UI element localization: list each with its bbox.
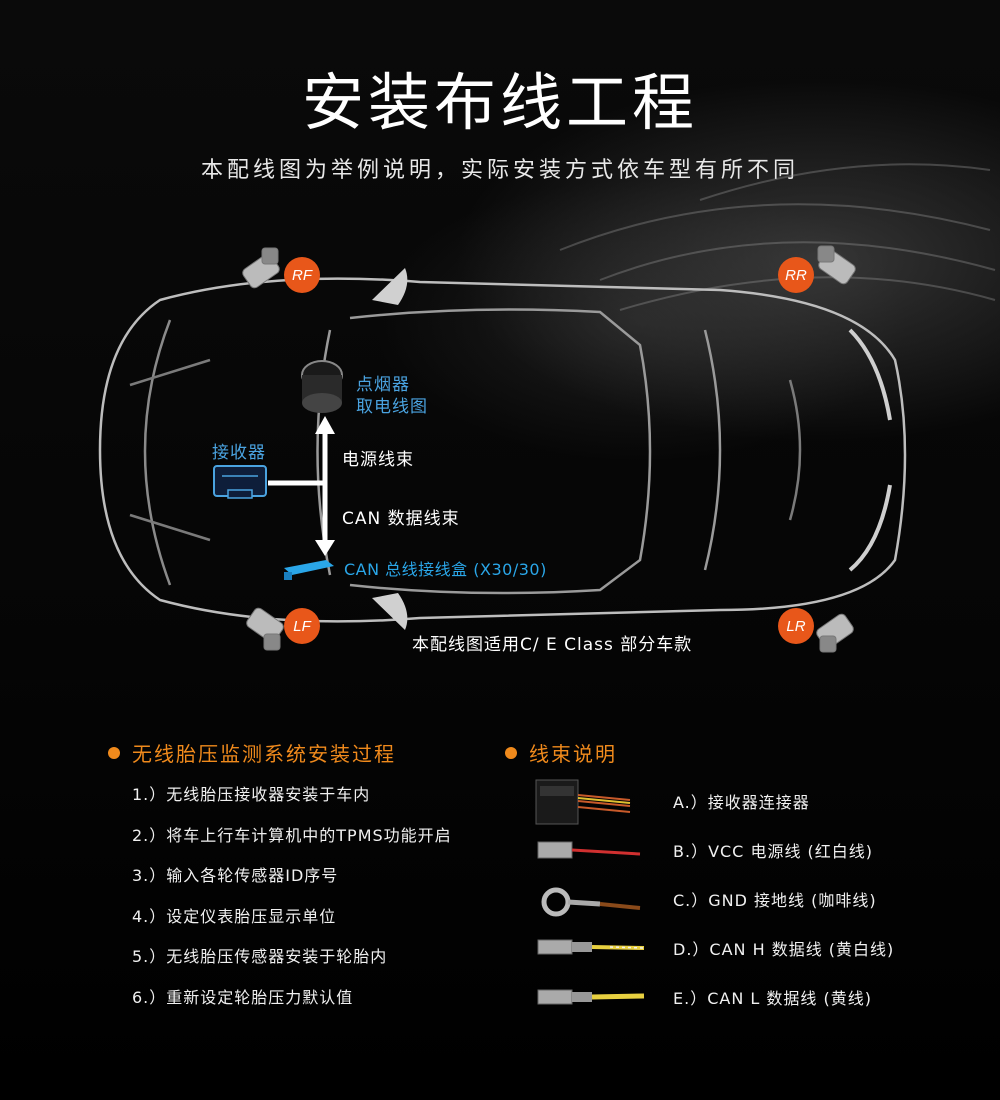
- connector-d-icon: [537, 939, 645, 955]
- can-box-label: CAN 总线接线盒 (X30/30): [344, 560, 547, 579]
- bullet-dot-icon: [108, 746, 120, 759]
- left-mirror: [372, 593, 408, 630]
- receiver-icon: [213, 465, 267, 499]
- list-item: C.）GND 接地线 (咖啡线): [673, 891, 877, 910]
- cigarette-label-line2: 取电线图: [356, 397, 428, 417]
- can-junction-box-icon: [284, 560, 334, 580]
- power-harness-label: 电源线束: [342, 450, 414, 470]
- connector-b-icon: [537, 841, 641, 859]
- power-arrow-up: [315, 416, 335, 434]
- tire-sensor-rf-icon: [242, 247, 280, 289]
- connector-a-icon: [535, 779, 631, 825]
- bullet-dot-icon: [505, 746, 517, 759]
- install-heading-text: 无线胎压监测系统安装过程: [132, 742, 396, 766]
- list-item: 5.）无线胎压传感器安装于轮胎内: [132, 947, 388, 967]
- list-item: 6.）重新设定轮胎压力默认值: [132, 987, 354, 1007]
- list-item: D.）CAN H 数据线 (黄白线): [673, 940, 895, 959]
- applicability-note: 本配线图适用C/ E Class 部分车款: [412, 635, 693, 655]
- list-item: 2.）将车上行车计算机中的TPMS功能开启: [132, 825, 452, 845]
- wiring-items-list: A.）接收器连接器 B.）VCC 电源线 (红白线) C.）GND 接地线 (咖…: [673, 792, 894, 1037]
- wiring-section-heading: 线束说明: [505, 738, 617, 767]
- list-item: 4.）设定仪表胎压显示单位: [132, 906, 337, 926]
- connector-e-icon: [537, 989, 645, 1005]
- wheel-badge-lr: LR: [778, 608, 814, 644]
- list-item: A.）接收器连接器: [673, 793, 810, 812]
- wiring-lines: [268, 432, 328, 540]
- wiring-heading-text: 线束说明: [529, 742, 617, 766]
- wheel-badge-rr: RR: [778, 257, 814, 293]
- list-item: E.）CAN L 数据线 (黄线): [673, 989, 872, 1008]
- connector-c-icon: [541, 887, 641, 917]
- car-wiring-diagram: [98, 163, 996, 653]
- wheel-badge-lf: LF: [284, 608, 320, 644]
- cigarette-lighter-icon: [301, 360, 343, 413]
- wheel-badge-rf: RF: [284, 257, 320, 293]
- cigarette-label-line1: 点烟器: [356, 375, 410, 395]
- list-item: 3.）输入各轮传感器ID序号: [132, 866, 339, 886]
- can-data-harness-label: CAN 数据线束: [342, 509, 460, 529]
- receiver-label: 接收器: [212, 443, 266, 463]
- tire-sensor-lf-icon: [246, 607, 284, 651]
- list-item: 1.）无线胎压接收器安装于车内: [132, 785, 371, 804]
- page-subtitle: 本配线图为举例说明，实际安装方式依车型有所不同: [200, 158, 799, 183]
- install-steps-list: 1.）无线胎压接收器安装于车内 2.）将车上行车计算机中的TPMS功能开启 3.…: [132, 784, 452, 1028]
- page-title: 安装布线工程: [301, 66, 698, 139]
- can-arrow-down: [315, 540, 335, 556]
- list-item: B.）VCC 电源线 (红白线): [673, 842, 874, 861]
- install-section-heading: 无线胎压监测系统安装过程: [108, 738, 396, 767]
- tire-sensor-rr-icon: [817, 245, 856, 285]
- right-mirror: [372, 268, 408, 305]
- tire-sensor-lr-icon: [816, 613, 854, 653]
